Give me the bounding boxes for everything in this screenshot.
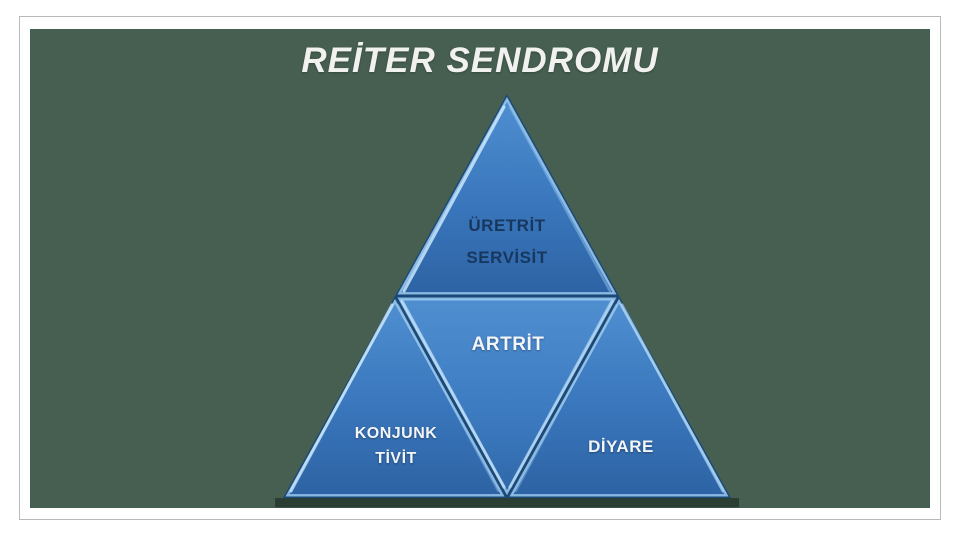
pyramid-segment-middle[interactable] (395, 296, 619, 498)
pyramid-segment-bottom-left[interactable] (283, 296, 507, 498)
segment-top-left-bevel (402, 105, 506, 293)
segment-bottom-right-outer-bevel (620, 303, 725, 493)
segment-bottom-left-inner-bevel (397, 304, 499, 492)
segment-top-right-bevel (508, 105, 612, 293)
pyramid-shadow-soft (275, 498, 739, 508)
segment-middle-right-bevel (508, 299, 614, 489)
pyramid-diagram (275, 94, 739, 508)
slide-canvas: REİTER SENDROMU (30, 29, 930, 508)
pyramid-segment-top[interactable] (395, 94, 619, 296)
pyramid-segment-bottom-right[interactable] (507, 296, 731, 498)
slide-frame: REİTER SENDROMU (19, 16, 941, 520)
slide-title[interactable]: REİTER SENDROMU (301, 41, 659, 80)
segment-middle-left-bevel (400, 299, 506, 489)
segment-top-face (397, 96, 617, 295)
segment-bottom-right-inner-bevel (515, 304, 617, 492)
pyramid-shadow (275, 498, 739, 507)
segment-bottom-left-outer-bevel (289, 303, 394, 493)
